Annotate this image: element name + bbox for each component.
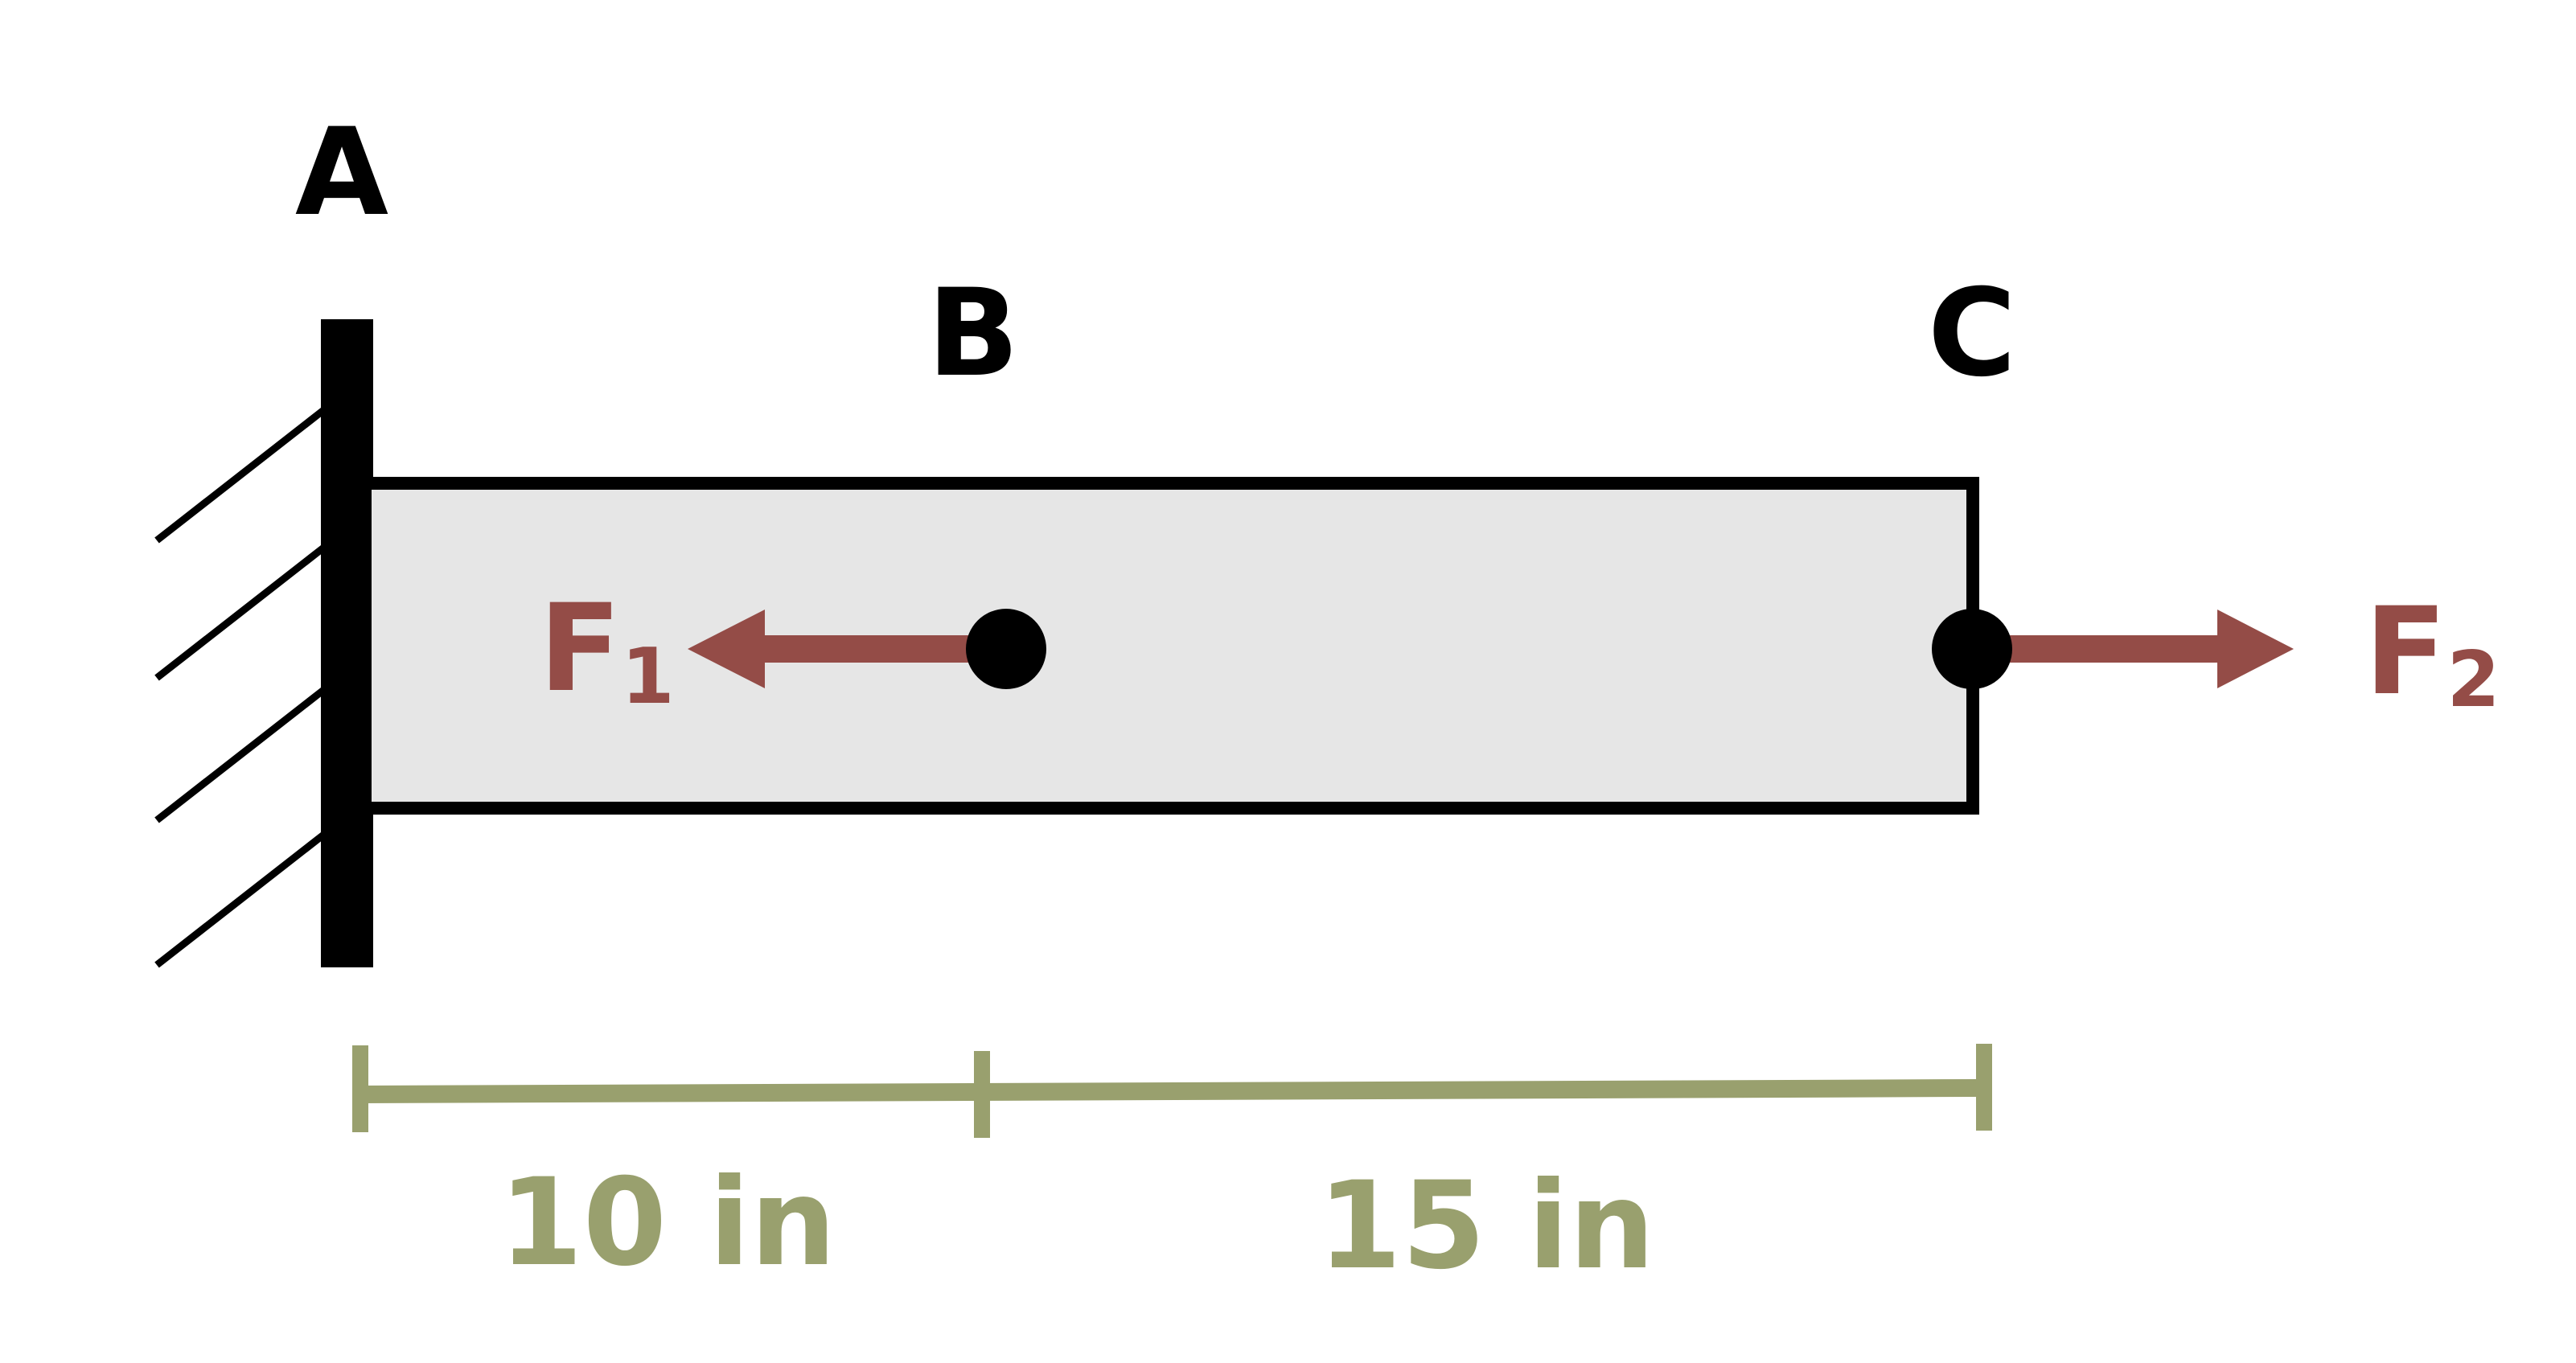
point-label-c: C — [1928, 264, 2016, 404]
force-label-f1: F1 — [539, 579, 675, 721]
force-arrow-f2 — [1972, 610, 2294, 688]
point-marker-c — [1932, 609, 2012, 689]
force-label-f2: F2 — [2364, 582, 2500, 725]
force-arrow-f1 — [688, 610, 1005, 688]
dimension-label-ab: 10 in — [499, 1153, 836, 1293]
dimension-line — [352, 1044, 1992, 1138]
point-marker-b — [966, 609, 1046, 689]
dimension-label-bc: 15 in — [1317, 1156, 1654, 1296]
point-label-a: A — [295, 103, 388, 243]
wall-hatch — [154, 405, 328, 968]
point-label-b: B — [927, 264, 1019, 404]
bar-body — [359, 477, 1979, 815]
